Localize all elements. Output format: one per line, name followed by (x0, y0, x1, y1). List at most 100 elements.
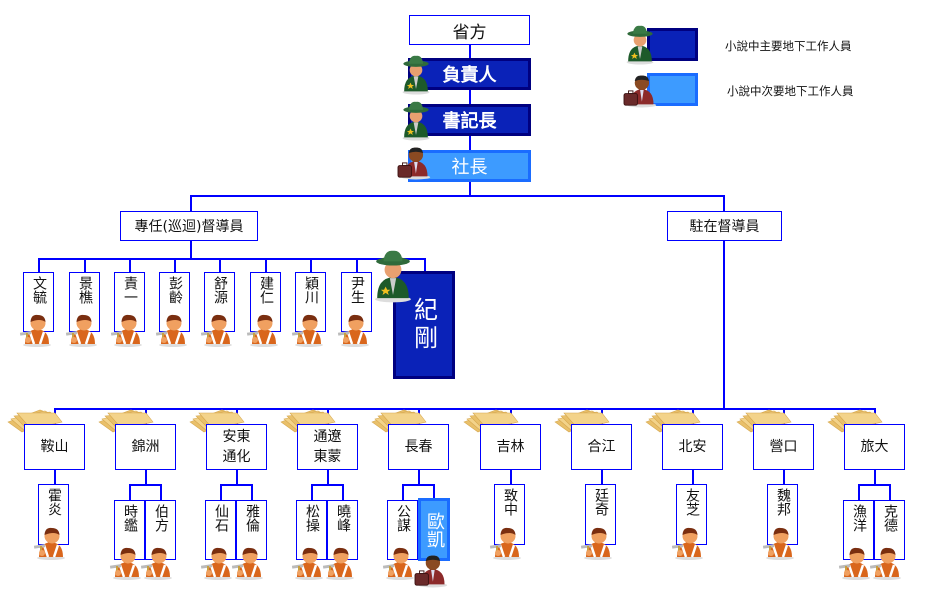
connector-line (433, 484, 435, 500)
connector-line (190, 195, 192, 211)
connector-line (220, 484, 222, 500)
businessman-icon (397, 147, 431, 180)
detective-icon (402, 55, 430, 95)
city-box: 長春 (388, 424, 449, 470)
connector-line (424, 258, 426, 272)
connector-line (858, 484, 860, 500)
roving-member-box: 穎川 (295, 272, 326, 332)
connector-line (38, 258, 40, 272)
member-box: 時鑑 (114, 500, 145, 560)
city-box: 營口 (753, 424, 814, 470)
leader-label: 負責人 (442, 65, 497, 86)
worker-icon (489, 527, 521, 560)
member-box: 廷奇 (585, 484, 616, 545)
leader-label: 社長 (451, 157, 488, 178)
connector-line (145, 469, 147, 484)
worker-icon (110, 314, 142, 347)
connector-line (129, 258, 131, 272)
worker-icon (838, 547, 870, 580)
city-box: 鞍山 (24, 424, 85, 470)
legend-secondary-label: 小說中次要地下工作人員 (727, 84, 854, 98)
connector-line (356, 258, 358, 272)
connector-line (692, 469, 694, 484)
legend-secondary-swatch (647, 73, 698, 106)
connector-line (310, 258, 312, 272)
connector-line (219, 258, 221, 272)
connector-line (190, 241, 192, 258)
connector-line (723, 195, 725, 211)
connector-line (874, 469, 876, 484)
worker-icon (291, 547, 323, 580)
worker-icon (19, 314, 51, 347)
worker-icon (246, 314, 278, 347)
worker-icon (762, 527, 794, 560)
worker-icon (109, 547, 141, 580)
roving-supervisor-label: 專任(巡迴)督導員 (134, 219, 244, 235)
worker-icon (65, 314, 97, 347)
city-box: 旅大 (844, 424, 905, 470)
connector-line (54, 469, 56, 484)
connector-line (160, 484, 162, 500)
legend-primary-swatch (647, 28, 698, 61)
connector-line (311, 484, 313, 500)
worker-icon (200, 314, 232, 347)
connector-line (190, 195, 724, 197)
connector-line (889, 484, 891, 500)
connector-line (221, 484, 252, 486)
connector-line (312, 484, 343, 486)
worker-icon (671, 527, 703, 560)
leader-label: 書記長 (442, 111, 497, 132)
worker-icon (140, 547, 172, 580)
detective-icon (402, 101, 430, 141)
connector-line (236, 469, 238, 484)
worker-icon (337, 314, 369, 347)
connector-line (402, 484, 404, 500)
city-box: 通遼 東蒙 (297, 424, 358, 470)
worker-icon (382, 547, 414, 580)
connector-line (130, 484, 161, 486)
connector-line (174, 258, 176, 272)
roving-supervisor-box: 專任(巡迴)督導員 (120, 211, 258, 241)
city-box: 錦洲 (115, 424, 176, 470)
connector-line (783, 469, 785, 484)
connector-line (54, 408, 875, 410)
worker-icon (155, 314, 187, 347)
city-box: 安東 通化 (206, 424, 267, 470)
worker-icon (580, 527, 612, 560)
worker-icon (869, 547, 901, 580)
roving-member-box: 建仁 (250, 272, 281, 332)
city-box: 吉林 (480, 424, 541, 470)
connector-line (129, 484, 131, 500)
province-label: 省方 (452, 22, 487, 43)
connector-line (418, 469, 420, 484)
connector-line (859, 484, 890, 486)
city-box: 北安 (662, 424, 723, 470)
worker-icon (33, 527, 65, 560)
connector-line (327, 469, 329, 484)
worker-icon (231, 547, 263, 580)
connector-line (723, 241, 725, 408)
member-box: 伯方 (145, 500, 176, 560)
roving-lead-name: 紀剛 (409, 297, 438, 353)
connector-line (601, 469, 603, 484)
member-box-secondary: 歐凱 (418, 498, 450, 561)
connector-line (84, 258, 86, 272)
connector-line (342, 484, 344, 500)
ticket-stack-icon (98, 409, 154, 433)
roving-member-box: 責一 (114, 272, 145, 332)
connector-line (510, 469, 512, 484)
worker-icon (200, 547, 232, 580)
leader-box-responsible: 負責人 (408, 58, 531, 90)
resident-supervisor-label: 駐在督導員 (689, 219, 760, 235)
roving-member-box: 文毓 (23, 272, 54, 332)
roving-lead-box: 紀剛 (393, 271, 455, 379)
connector-line (403, 484, 434, 486)
city-box: 合江 (571, 424, 632, 470)
province-box: 省方 (409, 15, 530, 45)
member-box: 曉峰 (327, 500, 358, 560)
businessman-icon (414, 555, 448, 588)
connector-line (38, 258, 425, 260)
worker-icon (291, 314, 323, 347)
connector-line (265, 258, 267, 272)
